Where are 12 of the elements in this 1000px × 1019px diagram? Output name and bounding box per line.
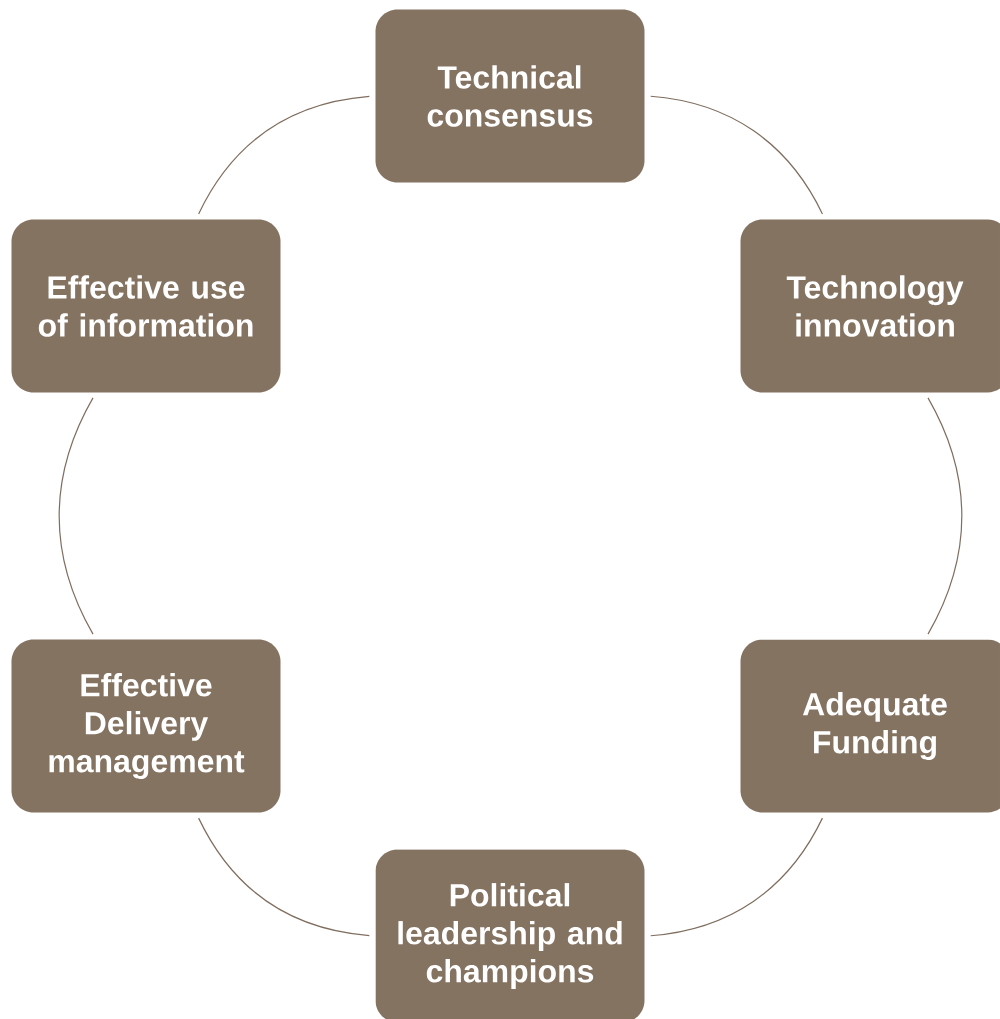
connector-arc: [927, 397, 963, 635]
process-box: Political leadership and champions: [375, 849, 645, 1019]
process-box: Adequate Funding: [740, 639, 1000, 813]
process-box: Effective Delivery management: [11, 639, 281, 813]
connector-arc: [58, 397, 94, 635]
connector-arc: [198, 95, 370, 215]
connector-arc: [650, 817, 823, 937]
process-box: Effective use of information: [11, 219, 281, 393]
connector-arc: [650, 95, 823, 215]
process-box: Technical consensus: [375, 9, 645, 183]
connector-arc: [198, 817, 370, 937]
process-box: Technology innovation: [740, 219, 1000, 393]
